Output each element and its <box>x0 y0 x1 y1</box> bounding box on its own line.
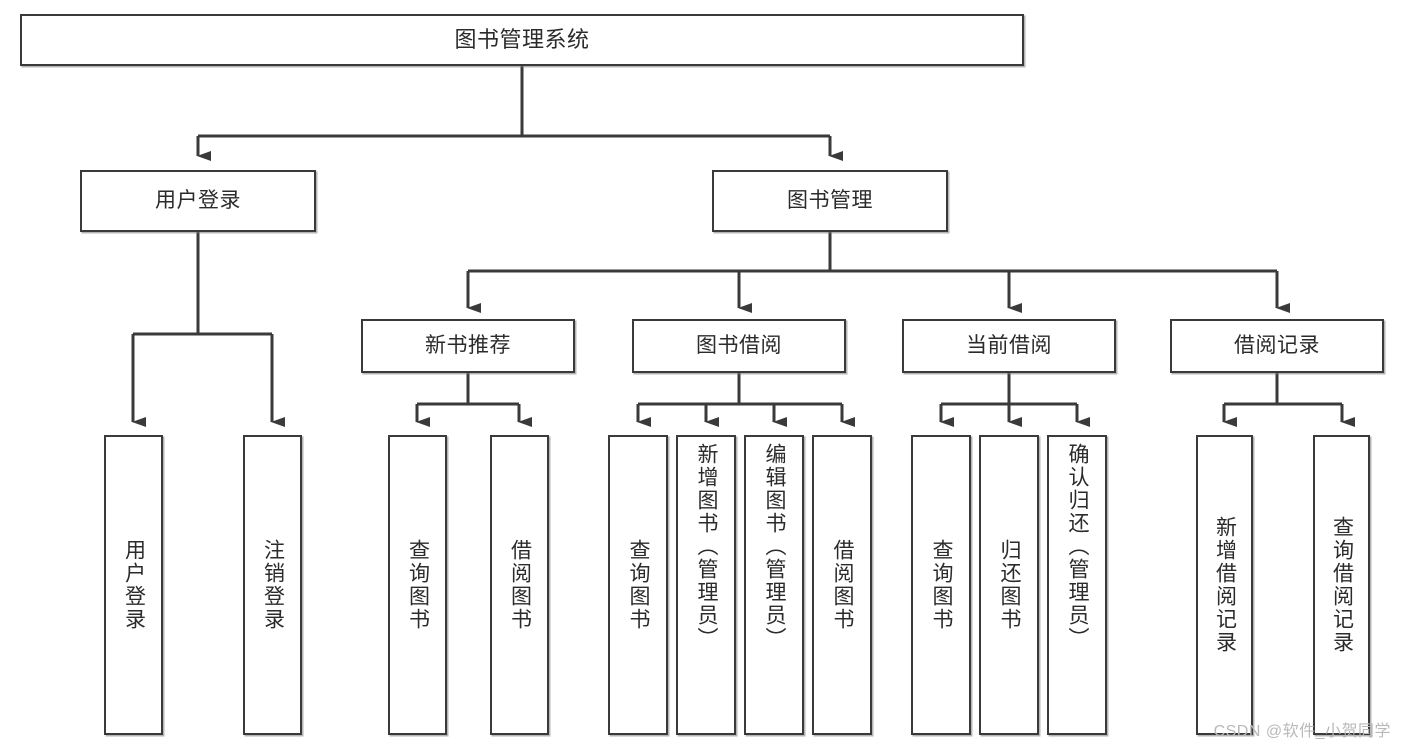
node-label: 新增图书（管理员） <box>695 443 719 650</box>
node-label: 编辑图书（管理员） <box>763 443 787 650</box>
node-label: 查询图书 <box>406 539 430 631</box>
leaf-add-book-admin[interactable]: 新增图书（管理员） <box>676 435 736 735</box>
leaf-user-login[interactable]: 用户登录 <box>104 435 163 735</box>
leaf-return-book[interactable]: 归还图书 <box>979 435 1039 735</box>
leaf-borrow-book-recommend[interactable]: 借阅图书 <box>490 435 549 735</box>
node-label: 图书管理 <box>787 188 873 212</box>
node-label: 归还图书 <box>998 539 1022 631</box>
leaf-query-book-current[interactable]: 查询图书 <box>911 435 971 735</box>
node-label: 确认归还（管理员） <box>1066 443 1090 650</box>
node-label: 查询图书 <box>627 539 651 631</box>
leaf-query-book[interactable]: 查询图书 <box>608 435 668 735</box>
node-label: 用户登录 <box>122 539 146 631</box>
leaf-add-borrow-record[interactable]: 新增借阅记录 <box>1196 435 1253 735</box>
leaf-query-borrow-record[interactable]: 查询借阅记录 <box>1313 435 1370 735</box>
node-user-login[interactable]: 用户登录 <box>80 170 316 232</box>
node-book-management-system[interactable]: 图书管理系统 <box>20 14 1024 66</box>
node-label: 新书推荐 <box>425 333 511 357</box>
node-book-management[interactable]: 图书管理 <box>712 170 948 232</box>
leaf-edit-book-admin[interactable]: 编辑图书（管理员） <box>744 435 804 735</box>
leaf-logout[interactable]: 注销登录 <box>243 435 302 735</box>
node-label: 借阅记录 <box>1234 333 1320 357</box>
leaf-confirm-return-admin[interactable]: 确认归还（管理员） <box>1047 435 1107 735</box>
node-label: 当前借阅 <box>966 333 1052 357</box>
node-label: 用户登录 <box>155 188 241 212</box>
node-book-borrow[interactable]: 图书借阅 <box>632 319 846 373</box>
node-label: 查询借阅记录 <box>1330 516 1354 654</box>
node-borrow-record[interactable]: 借阅记录 <box>1170 319 1384 373</box>
node-label: 图书借阅 <box>696 333 782 357</box>
node-label: 图书管理系统 <box>454 27 590 53</box>
leaf-query-book-recommend[interactable]: 查询图书 <box>388 435 447 735</box>
leaf-lend-book[interactable]: 借阅图书 <box>812 435 872 735</box>
node-label: 借阅图书 <box>508 539 532 631</box>
node-current-borrow[interactable]: 当前借阅 <box>902 319 1116 373</box>
node-label: 借阅图书 <box>831 539 855 631</box>
node-label: 注销登录 <box>261 539 285 631</box>
node-label: 查询图书 <box>930 539 954 631</box>
node-new-book-recommend[interactable]: 新书推荐 <box>361 319 575 373</box>
csdn-watermark: CSDN @软件_小贺同学 <box>1213 723 1391 740</box>
node-label: 新增借阅记录 <box>1213 516 1237 654</box>
